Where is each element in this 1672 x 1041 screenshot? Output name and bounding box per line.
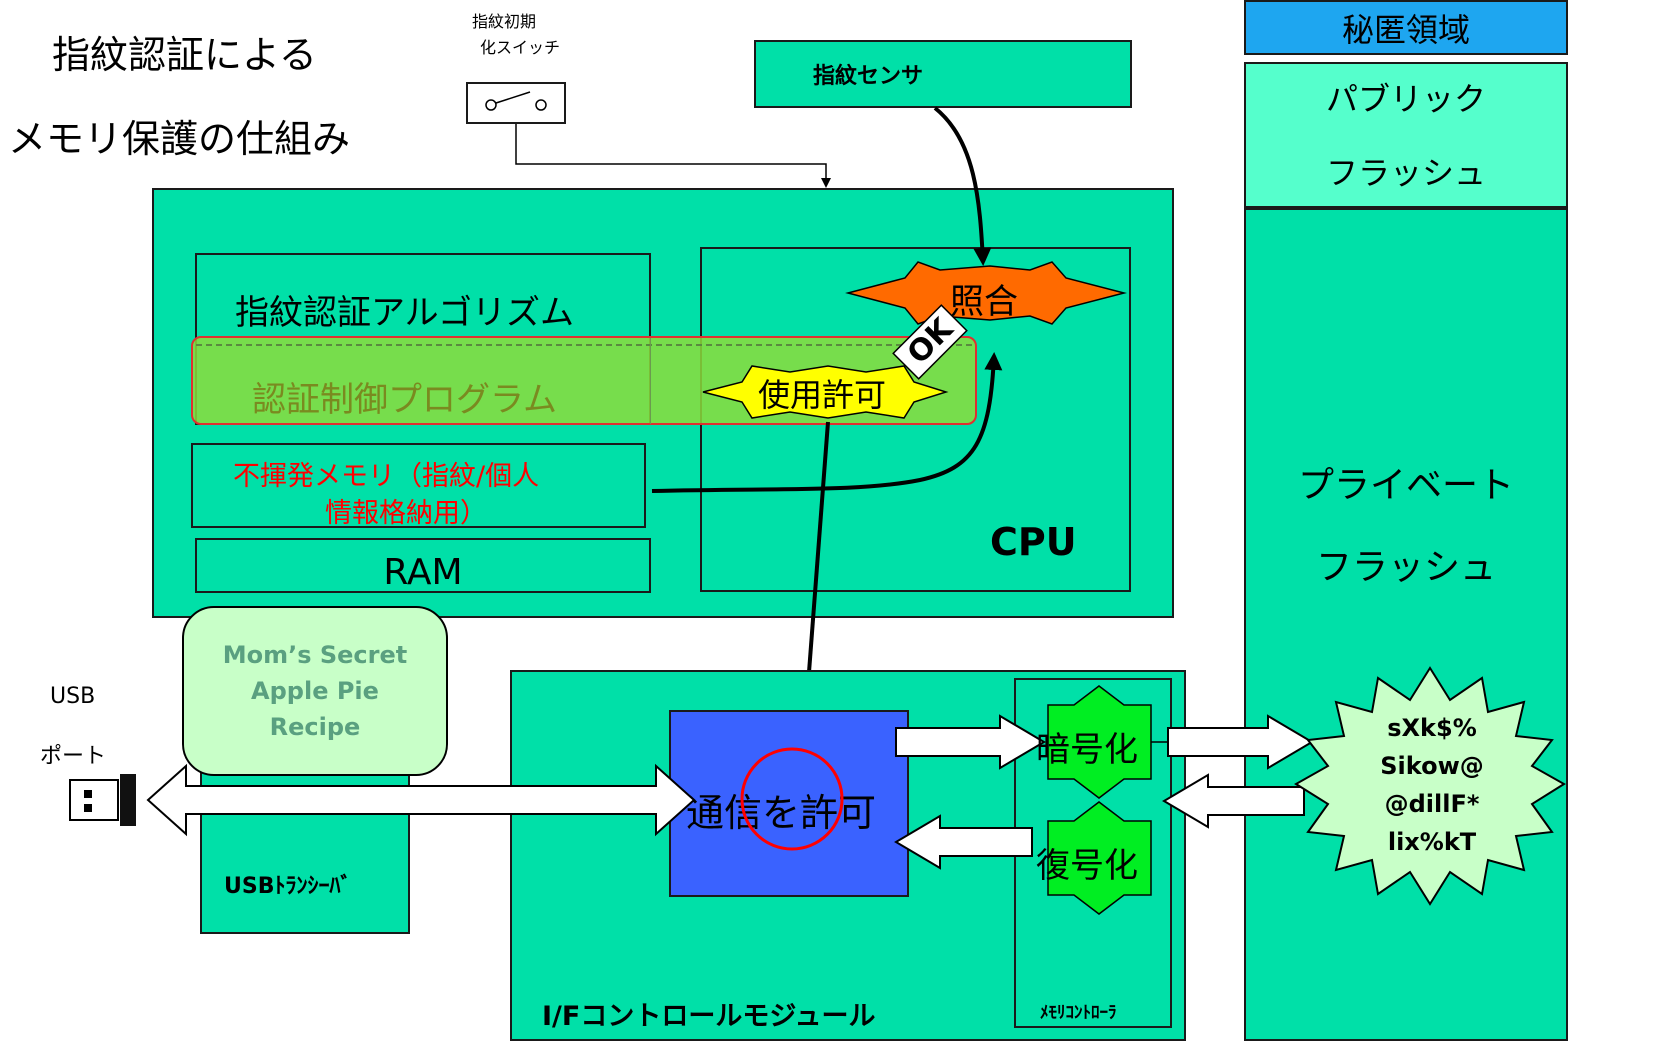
message-bubble: Mom’s Secret Apple Pie Recipe xyxy=(182,606,448,776)
cipher-line2: Sikow@ xyxy=(1380,752,1484,780)
arrow-comm-to-encrypt xyxy=(895,714,1046,770)
encrypt-label: 暗号化 xyxy=(1036,730,1138,770)
arrow-usb-bidirectional xyxy=(146,763,696,837)
cipher-line1: sXk$% xyxy=(1387,714,1477,742)
public-flash-line2: フラッシュ xyxy=(1325,154,1486,192)
algorithm-label: 指紋認証アルゴリズム xyxy=(235,293,574,333)
private-flash: プライベート フラッシュ xyxy=(1244,208,1568,1041)
cipher-text: sXk$% Sikow@ @dillF* lix%kT xyxy=(1340,700,1524,870)
cpu-label: CPU xyxy=(990,520,1077,564)
overlay-divider xyxy=(650,338,651,424)
match-label: 照合 xyxy=(950,282,1018,322)
public-flash: パブリック フラッシュ xyxy=(1244,62,1568,208)
memory-controller-label: ﾒﾓﾘｺﾝﾄﾛｰﾗ xyxy=(1040,1003,1117,1023)
usb-plug-icon xyxy=(69,774,136,826)
message-line3: Recipe xyxy=(269,713,361,741)
switch-wire xyxy=(515,124,831,188)
switch-label-line1: 指紋初期 xyxy=(472,12,537,31)
highlight-ellipse xyxy=(740,747,844,851)
if-control-module-label: I/Fコントロールモジュール xyxy=(542,1001,876,1032)
nvm-label-line1: 不揮発メモリ（指紋/個人 xyxy=(233,461,540,492)
fingerprint-sensor-label: 指紋センサ xyxy=(812,64,923,89)
private-flash-line1: プライベート xyxy=(1297,465,1514,506)
nvm-to-match-arrow xyxy=(651,352,1003,493)
comm-permit-box xyxy=(669,710,909,897)
nvm-label-line2: 情報格納用） xyxy=(325,498,487,529)
hidden-area-header: 秘匿領域 xyxy=(1244,0,1568,55)
permit-label: 使用許可 xyxy=(758,376,887,414)
message-line1: Mom’s Secret xyxy=(222,641,408,669)
usb-port-line1: USB xyxy=(50,684,96,709)
message-line2: Apple Pie xyxy=(251,677,379,705)
usb-transceiver-label: USBﾄﾗﾝｼｰﾊﾞ xyxy=(224,874,352,899)
comm-permit-label: 通信を許可 xyxy=(686,791,877,835)
switch-symbol-icon xyxy=(485,91,547,111)
auth-control-program-label: 認証制御プログラム xyxy=(252,380,557,420)
arrow-decrypt-to-comm xyxy=(894,814,1033,870)
title-line2: メモリ保護の仕組み xyxy=(8,117,351,161)
title-line1: 指紋認証による xyxy=(52,33,317,77)
private-flash-line2: フラッシュ xyxy=(1315,547,1496,588)
ok-sign xyxy=(892,304,968,380)
switch-label-line2: 化スイッチ xyxy=(480,38,561,57)
decrypt-label: 復号化 xyxy=(1036,846,1138,886)
ram-label: RAM xyxy=(383,552,463,593)
hidden-area-label: 秘匿領域 xyxy=(1341,10,1470,49)
cipher-burst-shape xyxy=(1294,666,1566,906)
arrow-cipher-to-decrypt xyxy=(1162,773,1305,829)
public-flash-line1: パブリック xyxy=(1325,80,1486,118)
ram-box: RAM xyxy=(195,538,651,593)
sensor-to-match-arrow xyxy=(933,106,992,266)
fingerprint-init-switch[interactable] xyxy=(466,82,566,124)
fingerprint-sensor: 指紋センサ xyxy=(754,40,1132,108)
usb-port-line2: ポート xyxy=(40,744,107,769)
overlay-dashed-line xyxy=(196,344,972,346)
arrow-encrypt-to-cipher xyxy=(1167,714,1314,770)
nvm-box xyxy=(191,443,646,528)
cipher-line4: lix%kT xyxy=(1387,828,1477,856)
cipher-line3: @dillF* xyxy=(1384,790,1480,818)
decrypt-star-shape xyxy=(1047,801,1152,915)
permit-star-shape xyxy=(702,365,949,419)
encrypt-star-shape xyxy=(1047,685,1172,799)
